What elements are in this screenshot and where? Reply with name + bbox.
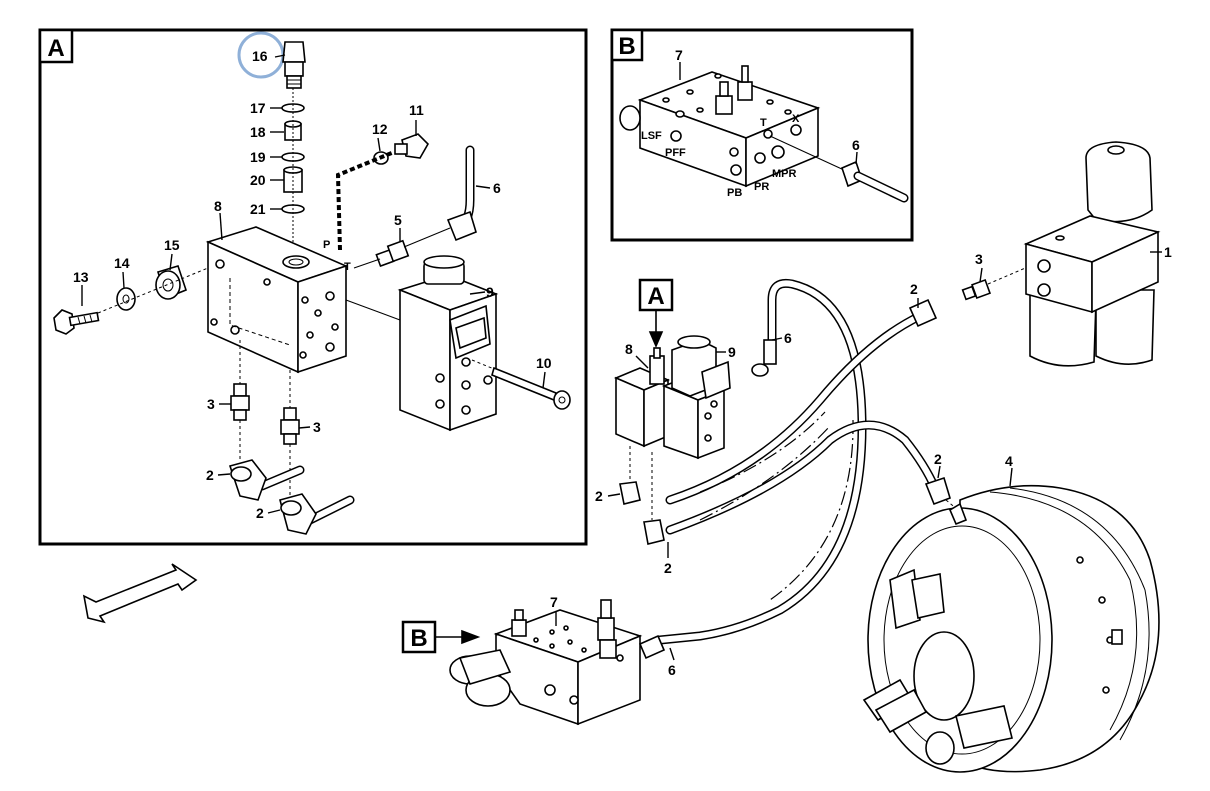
callout-2-a-upper: 2 [206,467,214,483]
callout-13: 13 [73,269,89,285]
callout-8-a: 8 [214,198,222,214]
part-2-elbow-lower [279,493,355,535]
main-valve-assembly [613,335,777,545]
panel-a-tag: A [47,35,64,62]
callout-11: 11 [409,102,424,118]
hose-6-panel-b [769,135,909,203]
callout-2-main-top: 2 [910,281,918,297]
part-7-manifold-detail [619,65,821,188]
callout-19: 19 [250,149,266,165]
port-pr-label: PR [754,181,769,193]
callout-3-a-right: 3 [313,419,321,435]
port-x-label: X [792,113,800,125]
callout-8-main: 8 [625,341,633,357]
callout-3-main: 3 [975,251,983,267]
direction-arrow [82,563,198,624]
part-13-bolt [53,309,100,335]
part-3-fitting-left [230,383,250,421]
part-2-elbow-upper [228,459,305,501]
port-p-label: P [323,239,330,251]
callout-6-main-lower: 6 [668,662,676,678]
port-mpr-label: MPR [772,168,797,180]
callout-2-main-right: 2 [934,451,942,467]
callout-6-a: 6 [493,180,501,196]
hose-6-panel-a [446,145,477,242]
part-4-brake-motor [862,484,1160,773]
port-t-label-b: T [760,117,767,129]
callout-2-main-bottom: 2 [664,560,672,576]
detail-panel-b: B [610,28,914,242]
port-t-label: T [344,261,351,273]
callout-7-b: 7 [675,47,683,63]
callout-10: 10 [536,355,552,371]
callout-16: 16 [252,48,268,64]
callout-17: 17 [250,100,266,116]
callout-20: 20 [250,172,266,188]
port-lsf-label: LSF [641,130,662,142]
callout-14: 14 [114,255,130,271]
callout-1: 1 [1164,244,1172,260]
panel-b-tag: B [618,33,635,60]
port-pb-label: PB [727,187,742,199]
callout-6-main-upper: 6 [784,330,792,346]
part-11-plug [394,133,429,159]
callout-2-a-lower: 2 [256,505,264,521]
callout-18: 18 [250,124,266,140]
part-16-fitting [282,41,306,89]
callout-15: 15 [164,237,180,253]
part-15-spacer [155,265,187,300]
part-9-solenoid-valve [397,255,499,432]
main-tag-a: A [647,283,664,310]
callout-12: 12 [372,121,388,137]
callout-2-main-left: 2 [595,488,603,504]
hose-end-fittings [908,265,1031,511]
part-8-valve-block [205,226,349,374]
main-tag-b: B [410,625,427,652]
hose-routing [655,278,940,645]
part-1-accumulator [1023,141,1161,367]
callout-6-b: 6 [852,137,860,153]
part-5-fitting [375,227,451,268]
callout-4: 4 [1005,453,1013,469]
detail-panel-a: A 16 17 18 1 [38,28,588,546]
callout-3-a-left: 3 [207,396,215,412]
part-7-manifold-main [449,599,666,726]
callout-9-a: 9 [486,284,494,300]
part-3-fitting-right [280,407,300,445]
callout-7-main: 7 [550,594,558,610]
part-14-washer [116,287,136,311]
callout-5: 5 [394,212,402,228]
callout-21: 21 [250,201,266,217]
port-pff-label: PFF [665,147,686,159]
callout-9-main: 9 [728,344,736,360]
part-10-bolt [471,359,571,410]
